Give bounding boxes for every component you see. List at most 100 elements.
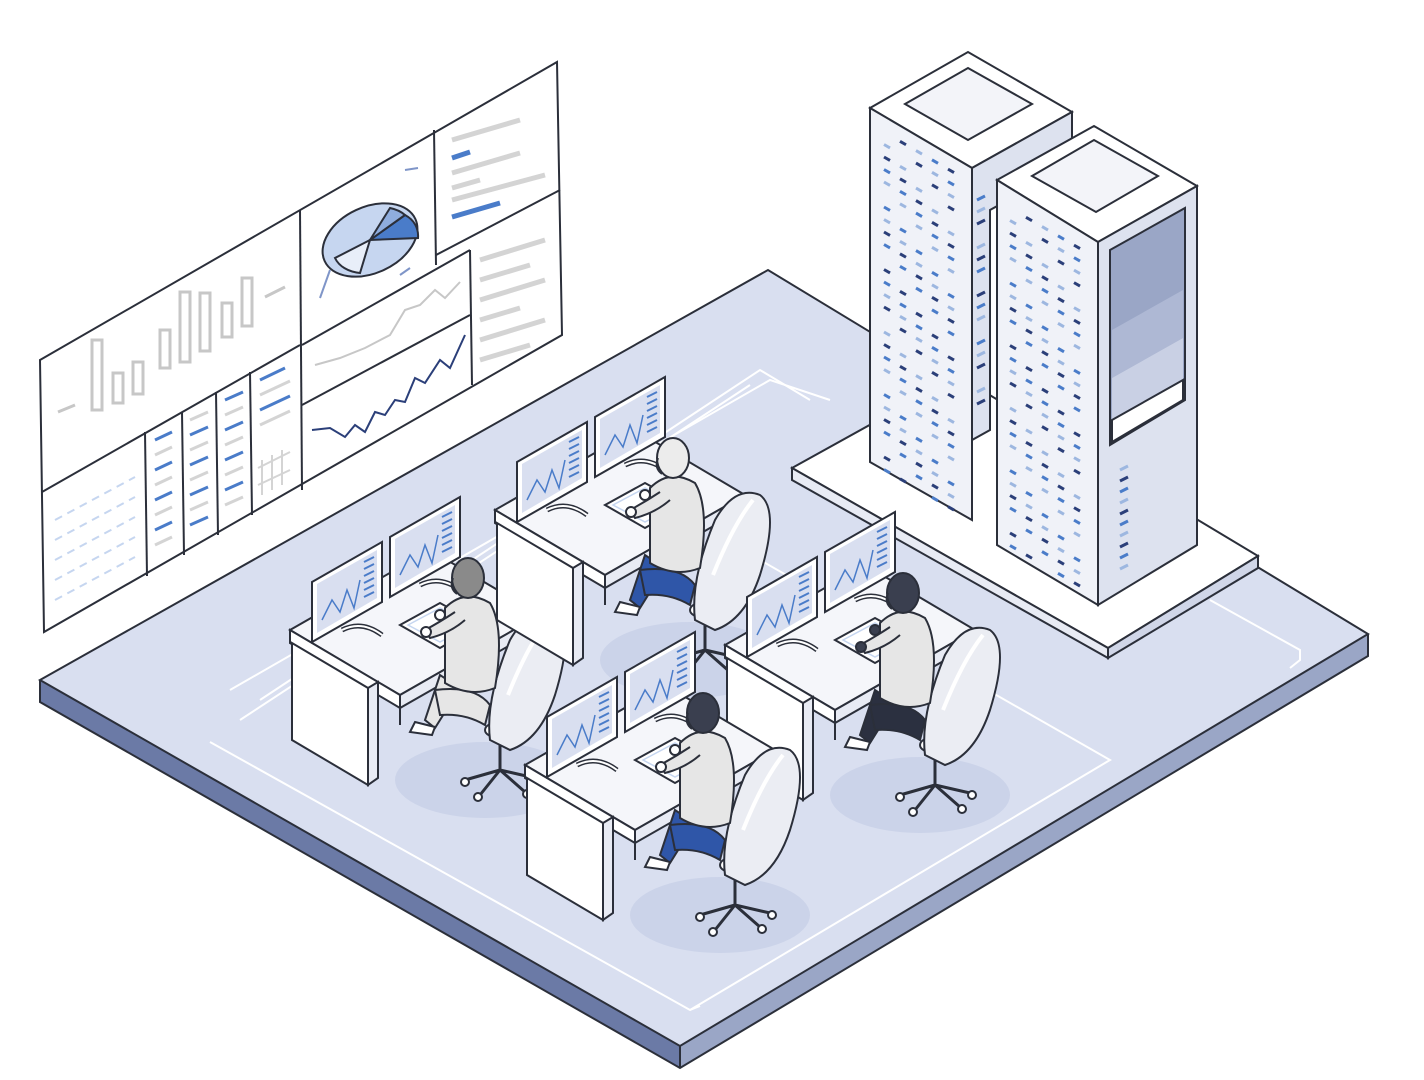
server-light — [1009, 294, 1017, 301]
server-light — [1041, 287, 1049, 294]
server-light — [899, 227, 907, 234]
server-light — [1073, 443, 1081, 450]
server-light — [1009, 506, 1017, 513]
server-light — [883, 405, 891, 412]
server-light — [1057, 384, 1065, 391]
server-light — [1057, 572, 1065, 579]
server-light — [899, 177, 907, 184]
server-light — [899, 439, 907, 447]
server-light — [883, 230, 891, 237]
server-light — [931, 208, 939, 215]
server-light — [1009, 381, 1017, 388]
server-light — [1009, 281, 1017, 288]
server-light — [1009, 219, 1017, 226]
server-light — [976, 362, 986, 370]
server-light — [915, 386, 923, 393]
server-light — [931, 283, 939, 290]
server-light — [899, 252, 907, 259]
server-light — [947, 330, 955, 337]
server-light — [976, 314, 986, 322]
server-light — [947, 442, 955, 449]
person-icon — [408, 557, 500, 737]
server-light — [915, 349, 923, 356]
server-rack-icon — [995, 124, 1200, 607]
server-light — [931, 246, 939, 253]
server-light — [1119, 464, 1129, 472]
server-light — [1073, 468, 1081, 475]
workstation-icon — [523, 630, 810, 953]
server-light — [1073, 581, 1081, 588]
server-light — [883, 430, 891, 437]
desk-pedestal-side — [572, 560, 584, 667]
server-light — [1025, 303, 1033, 310]
column-bars — [154, 366, 291, 547]
monitor-icon — [746, 555, 819, 659]
server-light — [1025, 378, 1033, 385]
server-light — [915, 374, 923, 381]
server-light — [1057, 359, 1065, 366]
server-light — [1025, 340, 1033, 348]
server-light — [915, 474, 923, 481]
server-light — [883, 143, 891, 150]
server-light — [915, 436, 923, 443]
server-light — [1057, 422, 1065, 429]
server-light — [915, 286, 923, 293]
server-light — [915, 261, 923, 268]
server-light — [883, 218, 891, 225]
server-light — [931, 333, 939, 340]
pie-chart — [319, 167, 420, 299]
server-light — [947, 417, 955, 424]
text-panel-lines — [451, 117, 546, 363]
server-light — [931, 358, 939, 365]
server-light — [1073, 518, 1081, 525]
server-light — [1119, 519, 1129, 527]
server-light — [883, 293, 891, 300]
server-light — [1025, 365, 1033, 373]
server-light — [1057, 534, 1065, 541]
server-light — [1073, 393, 1081, 400]
desk-pedestal-side — [802, 695, 814, 802]
server-light — [947, 242, 955, 249]
server-light — [1119, 475, 1129, 483]
server-light — [1025, 453, 1033, 460]
server-light — [1073, 343, 1081, 350]
person-icon — [643, 692, 735, 872]
server-light — [1041, 337, 1049, 344]
monitor-icon — [389, 495, 462, 599]
server-light — [1041, 350, 1049, 357]
desk-pedestal-side — [367, 680, 379, 787]
server-light — [947, 267, 955, 274]
server-light — [915, 399, 923, 406]
server-light — [1119, 508, 1129, 516]
server-light — [1073, 431, 1081, 438]
server-light — [1025, 215, 1033, 223]
dashed-lines — [54, 476, 136, 601]
server-light — [1041, 225, 1049, 232]
server-light — [1009, 231, 1017, 238]
server-light — [947, 255, 955, 262]
server-light — [883, 368, 891, 375]
server-light — [976, 206, 986, 214]
server-light — [931, 171, 939, 178]
server-light — [947, 192, 955, 199]
server-light — [947, 205, 955, 212]
server-light — [1009, 319, 1017, 326]
monitor-icon — [311, 540, 384, 644]
server-light — [931, 458, 939, 465]
server-light — [915, 336, 923, 343]
server-light — [931, 183, 939, 190]
server-light — [1057, 497, 1065, 504]
server-light — [1073, 456, 1081, 463]
server-light — [976, 398, 986, 406]
server-light — [931, 296, 939, 303]
server-light — [1025, 440, 1033, 448]
server-light — [915, 186, 923, 193]
server-light — [1009, 494, 1017, 501]
server-light — [931, 221, 939, 228]
server-light — [947, 380, 955, 387]
server-light — [883, 393, 891, 400]
server-light — [883, 155, 891, 162]
server-light — [947, 492, 955, 499]
server-light — [1009, 431, 1017, 438]
server-light — [1073, 256, 1081, 263]
